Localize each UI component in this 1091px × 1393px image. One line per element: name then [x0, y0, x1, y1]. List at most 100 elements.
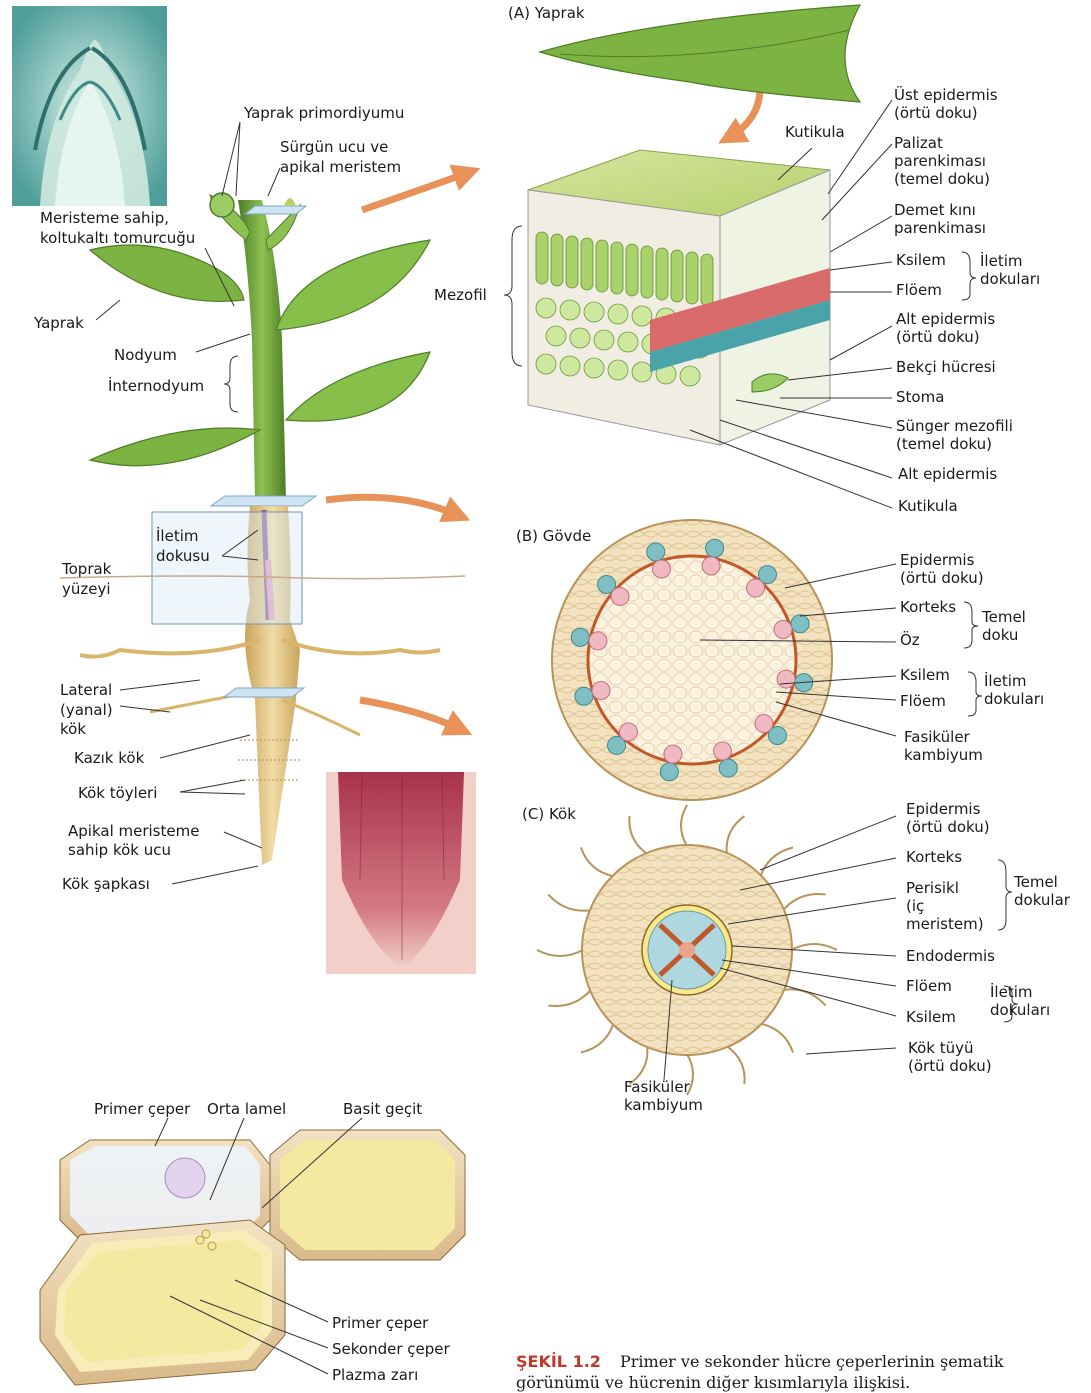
xylem-bundle — [611, 587, 629, 605]
label-root-cap: Kök şapkası — [62, 875, 150, 893]
label-root-vascular-1: İletim — [990, 982, 1032, 1001]
label-root-vascular-2: dokuları — [990, 1001, 1050, 1019]
palisade-cell — [641, 246, 653, 298]
root-hair — [727, 816, 745, 854]
label-lateral-1: Lateral — [60, 681, 112, 699]
spongy-cell — [536, 298, 556, 318]
label-stem-vascular-2: dokuları — [984, 690, 1044, 708]
label-stem-ground-1: Temel — [981, 608, 1026, 626]
label-lower-epi: Alt epidermis — [898, 465, 997, 483]
label-leaf-vascular-2: dokuları — [980, 270, 1040, 288]
palisade-cell — [686, 252, 698, 304]
label-stem-vascular-1: İletim — [984, 671, 1026, 690]
label-shoot-tip-2: apikal meristem — [280, 158, 401, 176]
xylem-bundle — [747, 579, 765, 597]
spongy-cell — [608, 360, 628, 380]
label-pericycle-1: Perisikl — [906, 879, 959, 897]
root-hair — [727, 1046, 745, 1084]
palisade-cell — [671, 250, 683, 302]
label-leaf-phloem: Flöem — [896, 281, 942, 299]
root-section-title: (C) Kök — [522, 805, 576, 823]
arrow-to-root — [360, 700, 462, 730]
label-soil-2: yüzeyi — [62, 580, 111, 598]
label-lower-epi-1: Alt epidermis — [896, 310, 995, 328]
spongy-cell — [536, 354, 556, 374]
xylem-bundle — [774, 620, 792, 638]
phloem-bundle — [719, 759, 737, 777]
xylem-bundle — [777, 670, 795, 688]
xylem-bundle — [592, 682, 610, 700]
label-secondary-wall: Sekonder çeper — [332, 1340, 450, 1358]
section-plane — [245, 206, 306, 214]
label-guard-cell: Bekçi hücresi — [896, 358, 996, 376]
nucleus — [165, 1158, 205, 1198]
spongy-cell — [560, 300, 580, 320]
label-vascular-2: dokusu — [156, 547, 210, 565]
label-mesophyll: Mezofil — [434, 286, 487, 304]
label-root-cortex: Korteks — [906, 848, 962, 866]
root-hair — [761, 1024, 794, 1053]
label-spongy-2: (temel doku) — [896, 435, 992, 453]
xylem-bundle — [652, 560, 670, 578]
label-root-hair-1: Kök tüyü — [908, 1039, 974, 1057]
xylem-bundle — [755, 715, 773, 733]
label-taproot: Kazık kök — [74, 749, 145, 767]
leaf-detail — [504, 5, 860, 445]
root-hair — [783, 989, 825, 1005]
xylem-bundle — [702, 557, 720, 575]
root-hair — [783, 894, 825, 910]
label-root-epidermis-1: Epidermis — [906, 800, 981, 818]
leaf-shape — [90, 245, 244, 301]
palisade-cell — [626, 244, 638, 296]
phloem-bundle — [706, 539, 724, 557]
label-primary-wall: Primer çeper — [332, 1314, 429, 1332]
root-hair — [791, 944, 837, 950]
label-lateral-3: kök — [60, 720, 86, 738]
root-hair — [581, 1024, 614, 1053]
leaf-section-title: (A) Yaprak — [508, 4, 585, 22]
shoot-apex-micrograph — [12, 6, 167, 206]
label-stem-phloem: Flöem — [900, 692, 946, 710]
label-root-cambium-1: Fasiküler — [624, 1078, 691, 1096]
spongy-cell — [680, 366, 700, 386]
label-root-tip-2: sahip kök ucu — [68, 841, 171, 859]
phloem-bundle — [660, 763, 678, 781]
arrow-to-leaf — [362, 172, 470, 210]
label-cuticle-bottom: Kutikula — [898, 497, 958, 515]
label-internode: İnternodyum — [108, 376, 204, 395]
xylem-bundle — [664, 745, 682, 763]
caption-line-1: Primer ve sekonder hücre çeperlerinin şe… — [620, 1352, 1004, 1371]
root-hair — [681, 805, 687, 846]
section-plane — [211, 496, 316, 506]
root-hair — [629, 816, 647, 854]
label-root-hairs: Kök töyleri — [78, 784, 157, 802]
palisade-cell — [656, 248, 668, 300]
spongy-cell — [594, 330, 614, 350]
label-leaf-vascular-1: İletim — [980, 251, 1022, 270]
palisade-cell — [611, 242, 623, 294]
palisade-cell — [581, 238, 593, 290]
stem-cross-section — [552, 520, 832, 800]
xylem-bundle — [619, 723, 637, 741]
stem-labels: Epidermis (örtü doku) Korteks Öz Temel d… — [900, 551, 1044, 764]
label-simple-pit: Basit geçit — [343, 1100, 422, 1118]
spongy-cell — [632, 362, 652, 382]
label-pericycle-2: (iç — [906, 897, 924, 915]
label-stem-pith: Öz — [900, 630, 920, 649]
label-soil-1: Toprak — [61, 560, 112, 578]
label-stoma: Stoma — [896, 388, 944, 406]
stem-section-title: (B) Gövde — [516, 527, 591, 545]
label-root-cambium-2: kambiyum — [624, 1096, 703, 1114]
spongy-cell — [584, 302, 604, 322]
label-stem-cortex: Korteks — [900, 598, 956, 616]
palisade-cell — [566, 236, 578, 288]
label-stem-cambium-1: Fasiküler — [904, 728, 971, 746]
label-bundle-sheath-1: Demet kını — [894, 201, 976, 219]
label-stem-epidermis-1: Epidermis — [900, 551, 975, 569]
label-root-tip-1: Apikal meristeme — [68, 822, 199, 840]
label-primary-wall-top: Primer çeper — [94, 1100, 191, 1118]
root-hair — [548, 990, 590, 1006]
label-leaf: Yaprak — [33, 314, 84, 332]
label-bundle-sheath-2: parenkiması — [894, 219, 986, 237]
